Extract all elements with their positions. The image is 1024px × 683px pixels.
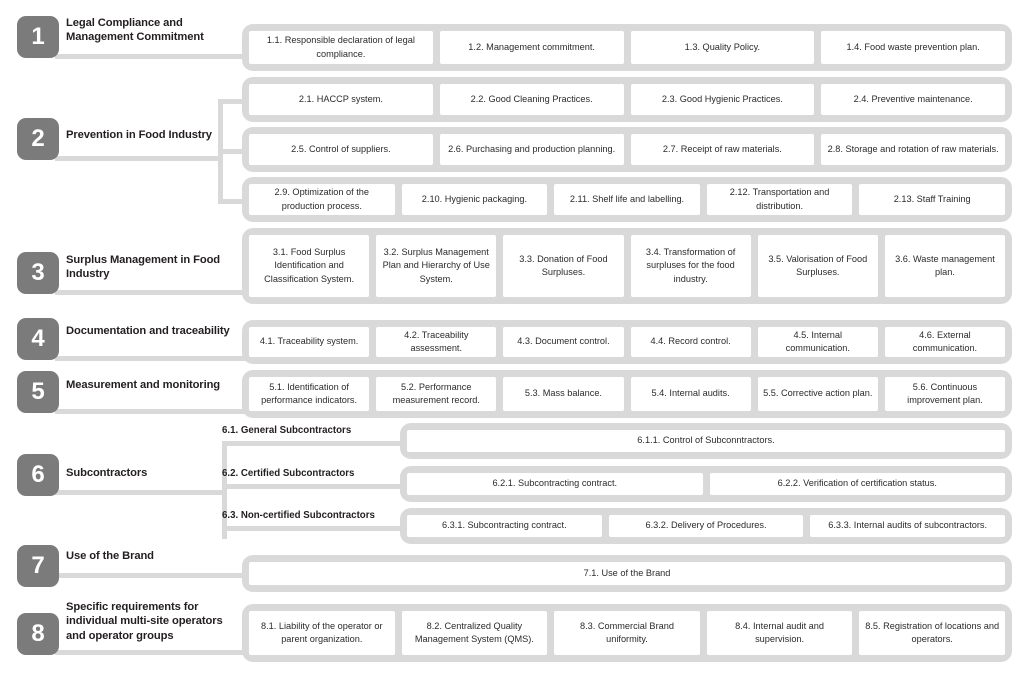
band-section-8: 8.1. Liability of the operator or parent… (242, 604, 1012, 662)
connector-stem-2 (55, 156, 220, 161)
card-5-1[interactable]: 5.1. Identification of performance indic… (249, 377, 370, 411)
connector-stem-5 (55, 409, 245, 414)
band-section-2-row-2: 2.5. Control of suppliers. 2.6. Purchasi… (242, 127, 1012, 172)
subgroup-label-6-1: 6.1. General Subcontractors (222, 425, 352, 436)
section-title-5: Measurement and monitoring (66, 379, 221, 391)
card-6-3-3[interactable]: 6.3.3. Internal audits of subcontractors… (810, 515, 1006, 537)
card-1-3[interactable]: 1.3. Quality Policy. (630, 31, 815, 64)
card-3-2[interactable]: 3.2. Surplus Management Plan and Hierarc… (376, 235, 497, 297)
connector-branch-6-1 (222, 441, 402, 446)
band-section-6-1: 6.1.1. Control of Subconntractors. (400, 423, 1012, 459)
connector-branch-2-1 (218, 99, 246, 104)
section-title-2: Prevention in Food Industry (66, 129, 212, 141)
card-8-1[interactable]: 8.1. Liability of the operator or parent… (249, 611, 395, 655)
band-section-2-row-3: 2.9. Optimization of the production proc… (242, 177, 1012, 222)
card-2-13[interactable]: 2.13. Staff Training (859, 184, 1005, 215)
connector-branch-6-3 (222, 526, 402, 531)
section-title-8: Specific requirements for individual mul… (66, 601, 223, 642)
card-4-6[interactable]: 4.6. External communication. (884, 327, 1006, 357)
section-title-3: Surplus Management in Food Industry (66, 254, 221, 281)
connector-stem-7 (55, 573, 245, 578)
card-2-10[interactable]: 2.10. Hygienic packaging. (401, 184, 548, 215)
section-badge-3: 3 (17, 252, 59, 294)
card-2-5[interactable]: 2.5. Control of suppliers. (249, 134, 433, 165)
card-3-1[interactable]: 3.1. Food Surplus Identification and Cla… (249, 235, 370, 297)
card-5-3[interactable]: 5.3. Mass balance. (503, 377, 624, 411)
card-6-2-2[interactable]: 6.2.2. Verification of certification sta… (709, 473, 1005, 495)
band-section-3: 3.1. Food Surplus Identification and Cla… (242, 228, 1012, 304)
band-section-1: 1.1. Responsible declaration of legal co… (242, 24, 1012, 71)
section-badge-8: 8 (17, 613, 59, 655)
card-8-2[interactable]: 8.2. Centralized Quality Management Syst… (401, 611, 548, 655)
card-4-3[interactable]: 4.3. Document control. (503, 327, 624, 357)
card-3-6[interactable]: 3.6. Waste management plan. (884, 235, 1006, 297)
card-2-3[interactable]: 2.3. Good Hygienic Practices. (630, 84, 815, 115)
connector-stem-3 (55, 290, 245, 295)
card-8-5[interactable]: 8.5. Registration of locations and opera… (859, 611, 1005, 655)
band-section-6-2: 6.2.1. Subcontracting contract. 6.2.2. V… (400, 466, 1012, 502)
connector-stem-6 (55, 490, 225, 495)
subgroup-label-6-3: 6.3. Non-certified Subcontractors (222, 510, 375, 521)
card-6-3-2[interactable]: 6.3.2. Delivery of Procedures. (608, 515, 804, 537)
card-1-4[interactable]: 1.4. Food waste prevention plan. (821, 31, 1005, 64)
card-2-2[interactable]: 2.2. Good Cleaning Practices. (439, 84, 624, 115)
card-2-4[interactable]: 2.4. Preventive maintenance. (821, 84, 1005, 115)
card-1-1[interactable]: 1.1. Responsible declaration of legal co… (249, 31, 433, 64)
card-5-2[interactable]: 5.2. Performance measurement record. (376, 377, 497, 411)
connector-branch-2-3 (218, 199, 246, 204)
card-2-9[interactable]: 2.9. Optimization of the production proc… (249, 184, 395, 215)
section-badge-5: 5 (17, 371, 59, 413)
band-section-5: 5.1. Identification of performance indic… (242, 370, 1012, 418)
card-3-3[interactable]: 3.3. Donation of Food Surpluses. (503, 235, 624, 297)
band-section-2-row-1: 2.1. HACCP system. 2.2. Good Cleaning Pr… (242, 77, 1012, 122)
card-4-4[interactable]: 4.4. Record control. (630, 327, 751, 357)
connector-stem-4 (55, 356, 245, 361)
section-title-6: Subcontractors (66, 467, 148, 479)
connector-branch-2-2 (218, 149, 246, 154)
band-section-7: 7.1. Use of the Brand (242, 555, 1012, 592)
connector-stem-1 (55, 54, 245, 59)
section-badge-6: 6 (17, 454, 59, 496)
card-5-5[interactable]: 5.5. Corrective action plan. (757, 377, 878, 411)
card-7-1[interactable]: 7.1. Use of the Brand (249, 562, 1005, 585)
card-1-2[interactable]: 1.2. Management commitment. (439, 31, 624, 64)
connector-spine-6 (222, 441, 227, 539)
section-title-4: Documentation and traceability (66, 325, 230, 337)
section-badge-4: 4 (17, 318, 59, 360)
card-2-1[interactable]: 2.1. HACCP system. (249, 84, 433, 115)
card-4-1[interactable]: 4.1. Traceability system. (249, 327, 370, 357)
card-2-11[interactable]: 2.11. Shelf life and labelling. (554, 184, 700, 215)
card-4-2[interactable]: 4.2. Traceability assessment. (376, 327, 497, 357)
section-badge-2: 2 (17, 118, 59, 160)
card-5-6[interactable]: 5.6. Continuous improvement plan. (884, 377, 1006, 411)
card-5-4[interactable]: 5.4. Internal audits. (630, 377, 751, 411)
subgroup-label-6-2: 6.2. Certified Subcontractors (222, 468, 355, 479)
card-2-6[interactable]: 2.6. Purchasing and production planning. (439, 134, 624, 165)
band-section-6-3: 6.3.1. Subcontracting contract. 6.3.2. D… (400, 508, 1012, 544)
section-badge-1: 1 (17, 16, 59, 58)
card-8-3[interactable]: 8.3. Commercial Brand uniformity. (554, 611, 700, 655)
connector-branch-6-2 (222, 484, 402, 489)
card-3-4[interactable]: 3.4. Transformation of surpluses for the… (630, 235, 751, 297)
connector-stem-8 (55, 650, 245, 655)
card-4-5[interactable]: 4.5. Internal communication. (757, 327, 878, 357)
section-title-7: Use of the Brand (66, 550, 154, 562)
section-badge-7: 7 (17, 545, 59, 587)
section-title-1: Legal Compliance and Management Commitme… (66, 17, 204, 44)
card-3-5[interactable]: 3.5. Valorisation of Food Surpluses. (757, 235, 878, 297)
card-2-7[interactable]: 2.7. Receipt of raw materials. (630, 134, 815, 165)
card-2-8[interactable]: 2.8. Storage and rotation of raw materia… (821, 134, 1005, 165)
card-2-12[interactable]: 2.12. Transportation and distribution. (706, 184, 853, 215)
card-6-2-1[interactable]: 6.2.1. Subcontracting contract. (407, 473, 703, 495)
card-6-1-1[interactable]: 6.1.1. Control of Subconntractors. (407, 430, 1005, 452)
card-6-3-1[interactable]: 6.3.1. Subcontracting contract. (407, 515, 602, 537)
band-section-4: 4.1. Traceability system. 4.2. Traceabil… (242, 320, 1012, 364)
card-8-4[interactable]: 8.4. Internal audit and supervision. (706, 611, 853, 655)
